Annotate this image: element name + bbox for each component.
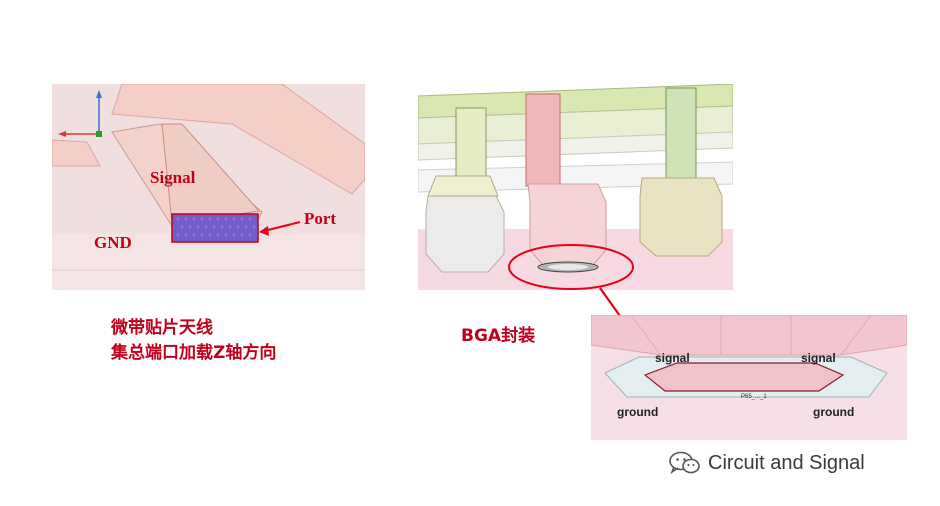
wechat-icon [669, 451, 700, 475]
port-label: Port [304, 209, 337, 228]
microstrip-drawing [52, 84, 365, 290]
signal-label-right: signal [801, 351, 836, 365]
signal-label: Signal [150, 168, 196, 187]
watermark: Circuit and Signal [668, 449, 865, 477]
bga-caption: BGA封装 [461, 326, 536, 346]
ground-label-right: ground [813, 405, 855, 419]
ground-label-left: ground [617, 405, 659, 419]
microstrip-caption-line2: 集总端口加载Z轴方向 [111, 343, 277, 363]
bga-package-view [418, 84, 733, 290]
bga-zoom-view: signal signal ground ground P65_..._1 [591, 315, 907, 440]
bga-drawing [418, 84, 733, 290]
center-tag: P65_..._1 [741, 394, 767, 400]
watermark-text: Circuit and Signal [708, 451, 865, 474]
gnd-label: GND [94, 233, 132, 252]
signal-label-left: signal [655, 351, 690, 365]
microstrip-view: Signal GND Port [52, 84, 365, 290]
microstrip-caption-line1: 微带贴片天线 [111, 318, 213, 338]
bga-zoom-drawing [591, 315, 907, 398]
